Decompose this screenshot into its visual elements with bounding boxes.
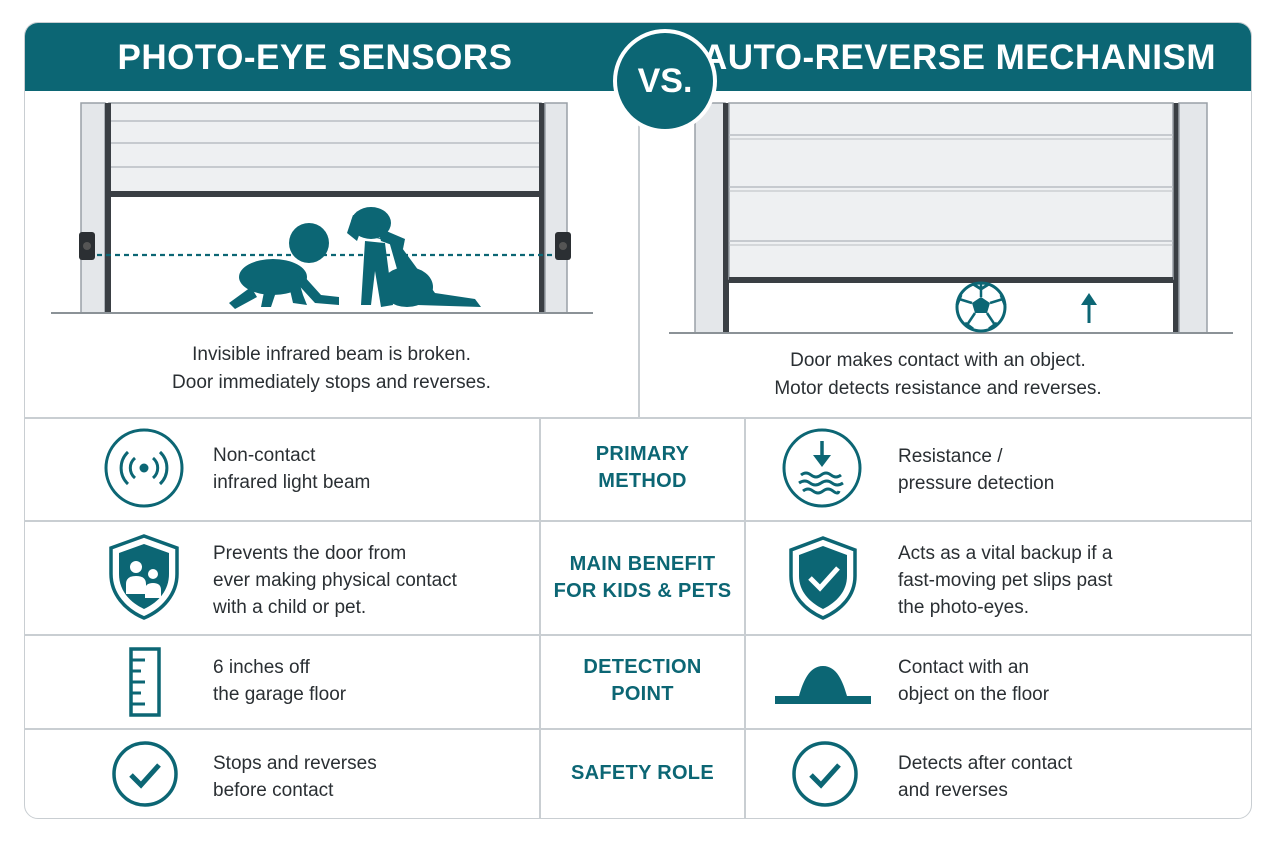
auto-reverse-caption-line: Motor detects resistance and reverses. — [774, 378, 1102, 399]
cell-line: with a child or pet. — [213, 597, 367, 618]
row-divider — [25, 634, 1251, 636]
cell-line: infrared light beam — [213, 472, 371, 493]
cell-line: Stops and reverses — [213, 753, 377, 774]
category-line: MAIN BENEFIT — [569, 553, 716, 575]
category-line: DETECTION — [583, 656, 702, 678]
pressure-detection-icon — [782, 428, 862, 508]
category-line: PRIMARY — [595, 443, 690, 465]
detection-point-photo-eye: 6 inches off the garage floor — [213, 654, 346, 708]
category-line: FOR KIDS & PETS — [553, 580, 732, 602]
photo-eye-illustration: Invisible infrared beam is broken. Door … — [25, 91, 638, 417]
cell-line: the photo-eyes. — [898, 597, 1029, 618]
main-benefit-auto-reverse: Acts as a vital backup if a fast-moving … — [898, 540, 1112, 621]
cell-line: Acts as a vital backup if a — [898, 543, 1113, 564]
shield-check-icon — [789, 536, 857, 620]
cell-line: Prevents the door from — [213, 543, 407, 564]
photo-eye-caption: Invisible infrared beam is broken. Door … — [25, 341, 638, 397]
soccer-ball-icon — [955, 281, 1007, 333]
table-row-primary-method: Non-contact infrared light beam PRIMARY … — [25, 417, 1251, 520]
photo-eye-caption-line: Door immediately stops and reverses. — [172, 372, 491, 393]
row-divider — [25, 728, 1251, 730]
category-line: SAFETY ROLE — [571, 762, 714, 784]
primary-method-auto-reverse: Resistance / pressure detection — [898, 443, 1054, 497]
table-row-main-benefit: Prevents the door from ever making physi… — [25, 520, 1251, 634]
auto-reverse-title: AUTO-REVERSE MECHANISM — [701, 38, 1216, 77]
safety-role-auto-reverse: Detects after contact and reverses — [898, 750, 1072, 804]
cell-line: Non-contact — [213, 445, 316, 466]
reverse-up-arrow-icon — [1081, 293, 1097, 323]
table-row-safety-role: Stops and reverses before contact SAFETY… — [25, 728, 1251, 818]
signal-beam-icon — [104, 428, 184, 508]
row-divider — [25, 417, 1251, 419]
safety-role-photo-eye: Stops and reverses before contact — [213, 750, 377, 804]
cell-line: pressure detection — [898, 473, 1055, 494]
column-divider — [539, 417, 541, 818]
cell-line: the garage floor — [213, 684, 347, 705]
cell-line: Resistance / — [898, 446, 1003, 467]
photo-eye-caption-line: Invisible infrared beam is broken. — [192, 344, 471, 365]
table-row-detection-point: 6 inches off the garage floor DETECTION … — [25, 634, 1251, 728]
cell-line: fast-moving pet slips past — [898, 570, 1113, 591]
cell-line: 6 inches off — [213, 657, 310, 678]
auto-reverse-illustration: Door makes contact with an object. Motor… — [639, 91, 1251, 417]
illustration-divider — [638, 91, 640, 417]
comparison-card: PHOTO-EYE SENSORS AUTO-REVERSE MECHANISM… — [24, 22, 1252, 819]
detection-point-auto-reverse: Contact with an object on the floor — [898, 654, 1049, 708]
sitting-dog-silhouette — [347, 207, 481, 307]
ruler-icon — [129, 647, 161, 717]
photo-eye-title: PHOTO-EYE SENSORS — [117, 38, 513, 77]
cell-line: object on the floor — [898, 684, 1050, 705]
category-line: POINT — [611, 683, 674, 705]
main-benefit-photo-eye: Prevents the door from ever making physi… — [213, 540, 457, 621]
category-line: METHOD — [598, 470, 687, 492]
check-circle-icon — [112, 741, 178, 807]
vs-badge: VS. — [613, 29, 717, 133]
garage-door-auto-reverse-illustration — [669, 102, 1233, 334]
auto-reverse-caption: Door makes contact with an object. Motor… — [639, 347, 1237, 403]
garage-door-photo-eye-illustration — [51, 102, 593, 314]
cell-line: before contact — [213, 780, 334, 801]
cell-line: and reverses — [898, 780, 1008, 801]
shield-family-icon — [109, 534, 179, 620]
category-main-benefit: MAIN BENEFIT FOR KIDS & PETS — [541, 551, 744, 605]
category-safety-role: SAFETY ROLE — [541, 760, 744, 787]
category-primary-method: PRIMARY METHOD — [541, 441, 744, 495]
cell-line: ever making physical contact — [213, 570, 457, 591]
cell-line: Contact with an — [898, 657, 1029, 678]
auto-reverse-caption-line: Door makes contact with an object. — [790, 350, 1086, 371]
floor-bump-icon — [775, 666, 871, 704]
comparison-table: Non-contact infrared light beam PRIMARY … — [25, 417, 1251, 818]
column-divider — [744, 417, 746, 818]
category-detection-point: DETECTION POINT — [541, 654, 744, 708]
row-divider — [25, 520, 1251, 522]
primary-method-photo-eye: Non-contact infrared light beam — [213, 442, 370, 496]
crawling-baby-silhouette — [229, 223, 339, 309]
cell-line: Detects after contact — [898, 753, 1073, 774]
check-circle-icon — [792, 741, 858, 807]
